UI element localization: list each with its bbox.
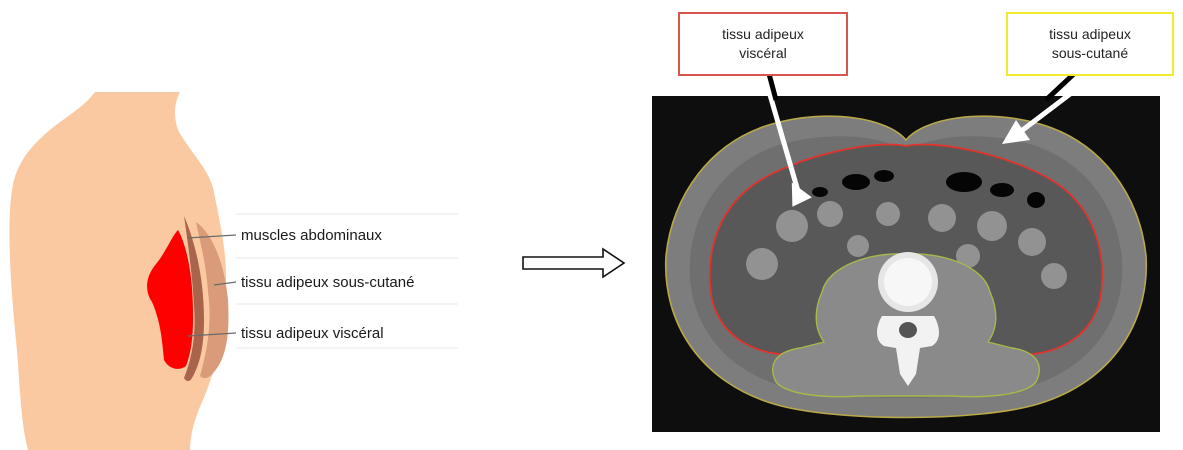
label-subcutaneous-fat: tissu adipeux sous-cutané xyxy=(241,274,414,291)
subcutaneous-fat-callout: tissu adipeux sous-cutané xyxy=(1006,12,1174,76)
visceral-callout-line2: viscéral xyxy=(722,44,804,63)
ct-spinal-canal xyxy=(899,322,917,338)
hollow-right-arrow-icon xyxy=(520,246,630,280)
body-profile-diagram: muscles abdominaux tissu adipeux sous-cu… xyxy=(0,0,470,450)
label-visceral-fat: tissu adipeux viscéral xyxy=(241,325,384,342)
visceral-callout-line1: tissu adipeux xyxy=(722,25,804,44)
ct-vertebra-core xyxy=(884,258,932,306)
subcutaneous-callout-line1: tissu adipeux xyxy=(1049,25,1131,44)
ct-scan-image xyxy=(652,96,1160,432)
callout-connectors xyxy=(740,70,1160,110)
label-muscles: muscles abdominaux xyxy=(241,227,382,244)
subcutaneous-callout-line2: sous-cutané xyxy=(1049,44,1131,63)
visceral-fat-callout: tissu adipeux viscéral xyxy=(678,12,848,76)
